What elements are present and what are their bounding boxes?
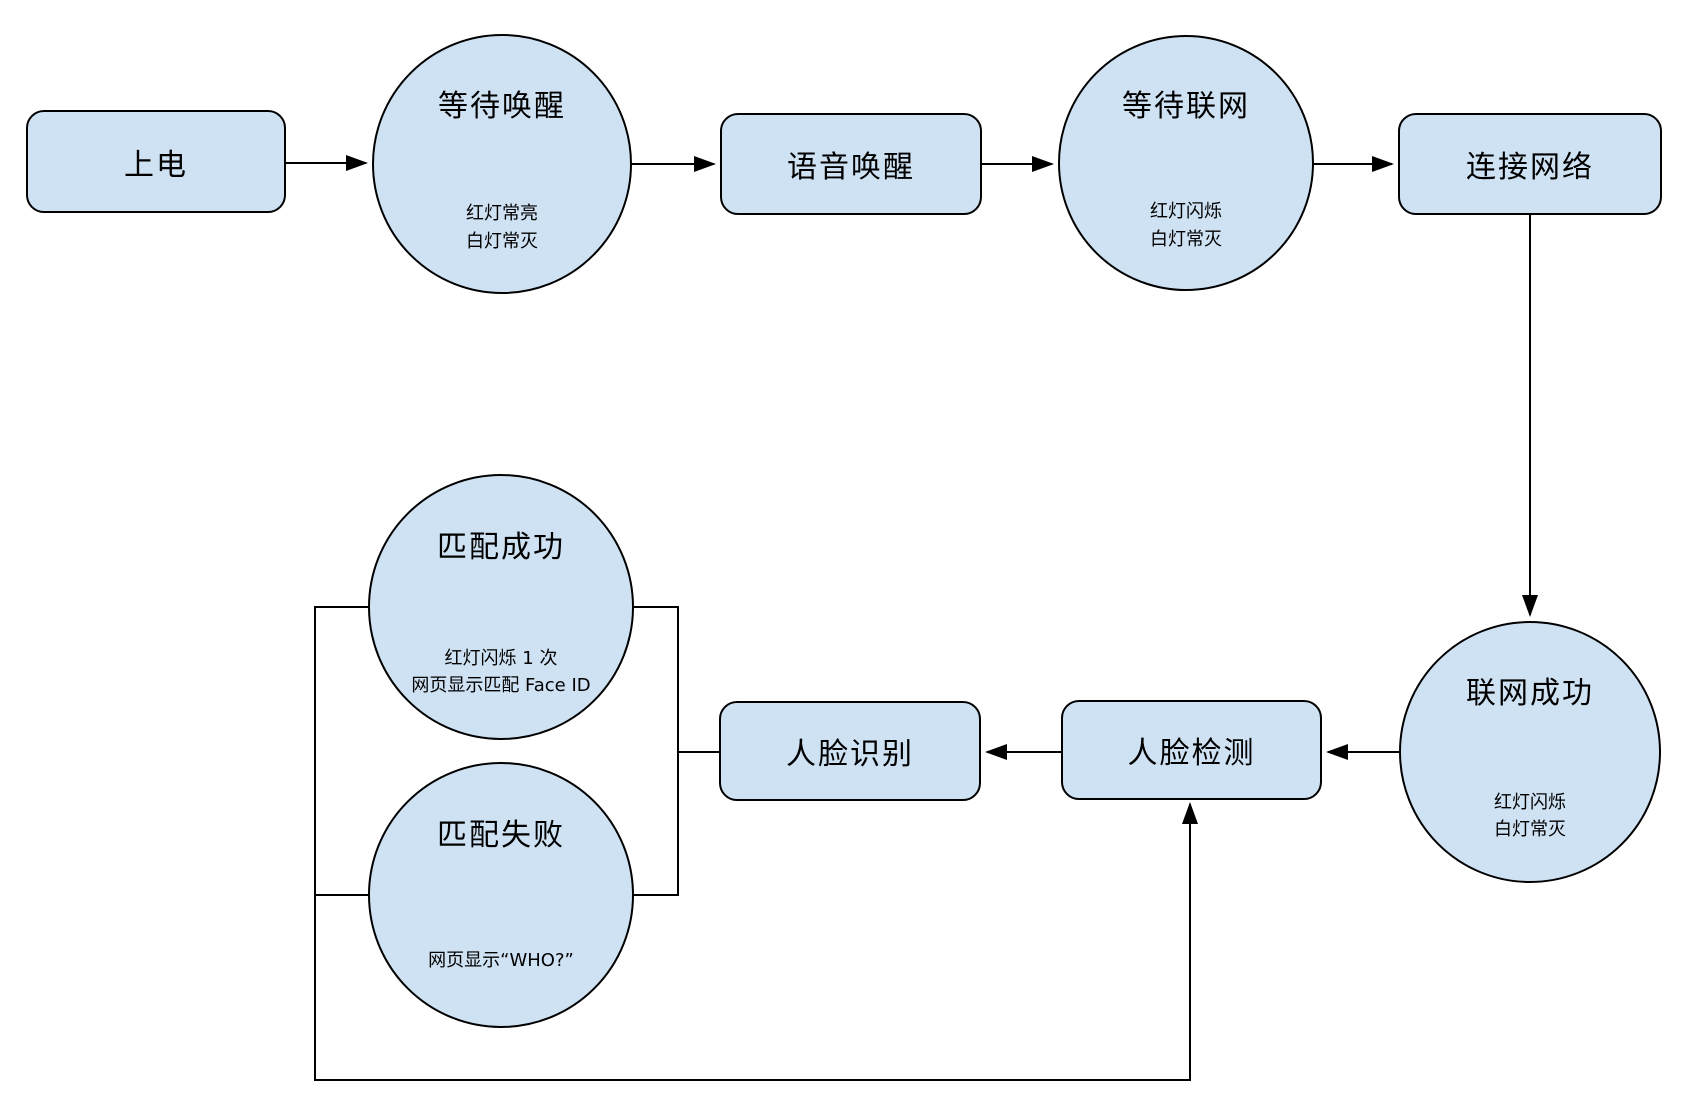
- node-face-detect: 人脸检测: [1061, 700, 1322, 800]
- node-match-fail-note: 网页显示“WHO?”: [428, 949, 574, 971]
- node-network-success-note: 红灯闪烁 白灯常灭: [1494, 791, 1566, 841]
- node-match-success-label: 匹配成功: [437, 530, 565, 566]
- node-match-fail: 匹配失败 网页显示“WHO?”: [368, 762, 634, 1028]
- node-wait-wake-note: 红灯常亮 白灯常灭: [466, 203, 538, 252]
- node-connect-network: 连接网络: [1398, 113, 1662, 215]
- node-face-recognize-label: 人脸识别: [786, 737, 914, 772]
- node-match-fail-label: 匹配失败: [437, 818, 565, 854]
- node-network-success-label: 联网成功: [1466, 676, 1594, 712]
- node-match-success-note: 红灯闪烁 1 次 网页显示匹配 Face ID: [411, 647, 591, 697]
- node-face-recognize: 人脸识别: [719, 701, 981, 801]
- node-wait-wake: 等待唤醒 红灯常亮 白灯常灭: [372, 34, 632, 294]
- node-voice-wake: 语音唤醒: [720, 113, 982, 215]
- node-wait-network: 等待联网 红灯闪烁 白灯常灭: [1058, 35, 1314, 291]
- edge-match-return-loop: [314, 606, 1198, 1081]
- node-wait-network-note: 红灯闪烁 白灯常灭: [1150, 201, 1222, 250]
- edge-facerecognize-match-bracket: [634, 606, 679, 896]
- node-wait-network-label: 等待联网: [1122, 88, 1250, 124]
- node-match-success: 匹配成功 红灯闪烁 1 次 网页显示匹配 Face ID: [368, 474, 634, 740]
- node-wait-wake-label: 等待唤醒: [438, 88, 566, 124]
- node-face-detect-label: 人脸检测: [1127, 736, 1256, 771]
- node-voice-wake-label: 语音唤醒: [787, 150, 915, 185]
- node-power-on: 上电: [26, 110, 286, 213]
- node-power-on-label: 上电: [124, 147, 188, 183]
- node-network-success: 联网成功 红灯闪烁 白灯常灭: [1399, 621, 1661, 883]
- node-connect-network-label: 连接网络: [1466, 150, 1594, 185]
